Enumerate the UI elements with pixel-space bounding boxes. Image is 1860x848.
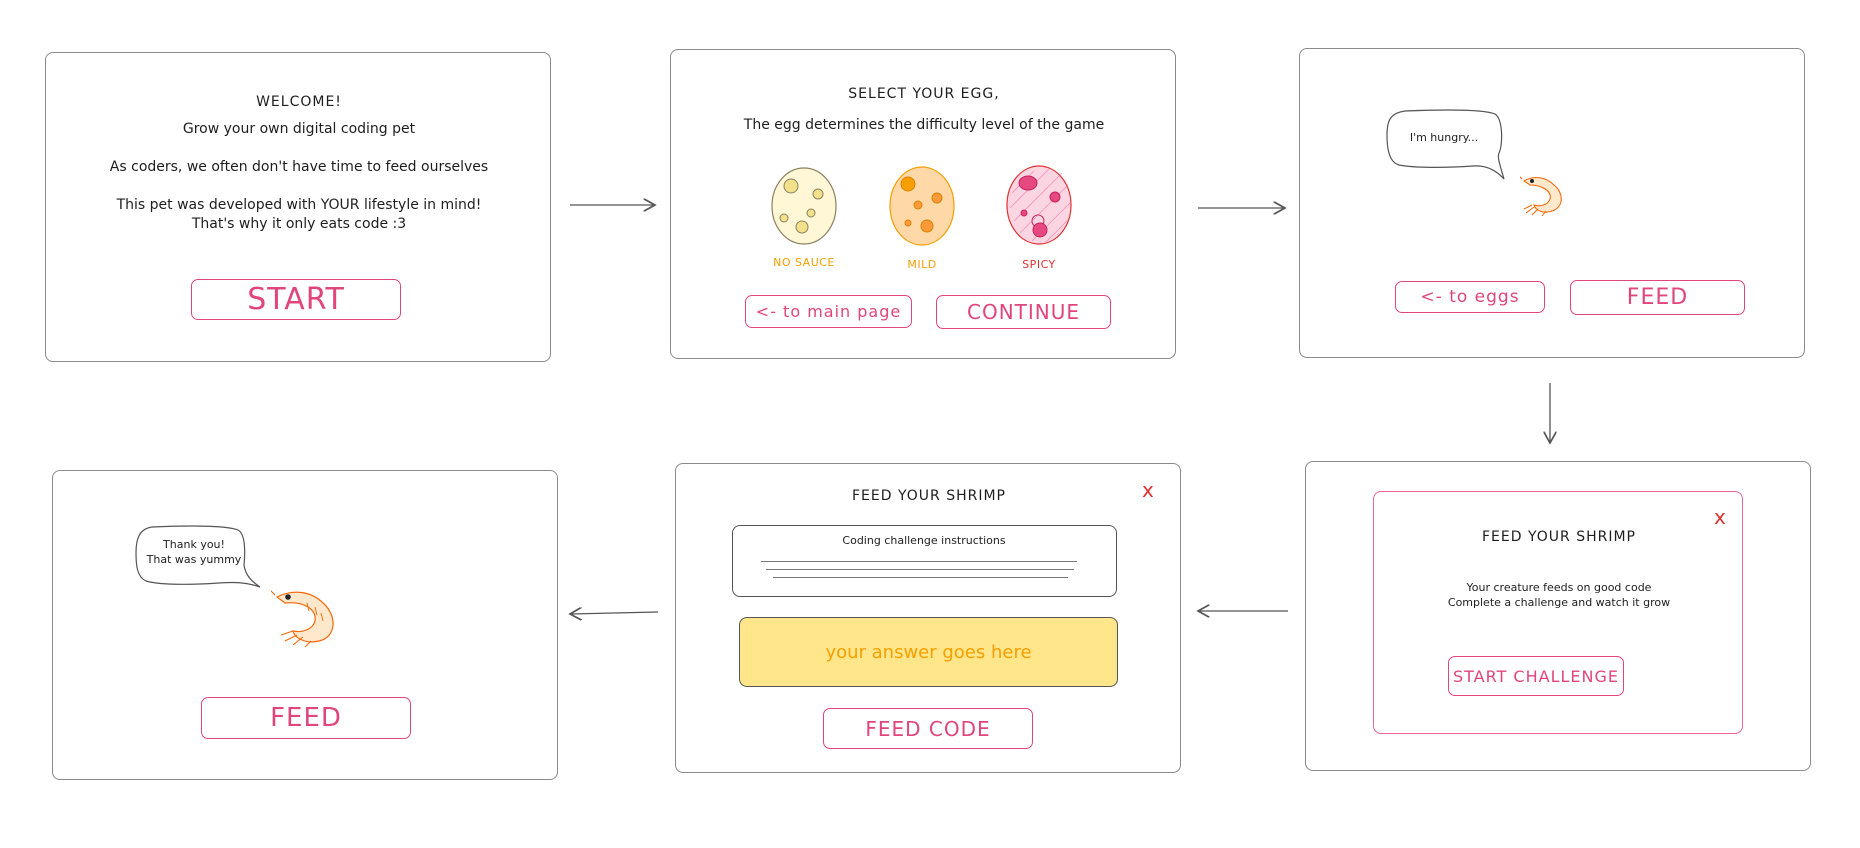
instructions-panel: Coding challenge instructions	[732, 525, 1117, 597]
feed-button[interactable]: FEED	[1570, 280, 1745, 315]
feed-code-button[interactable]: FEED CODE	[823, 708, 1033, 749]
back-to-main-button[interactable]: <- to main page	[745, 295, 912, 328]
close-icon[interactable]: x	[1142, 478, 1154, 502]
hungry-screen: I'm hungry... <- to eggs FEED	[1299, 48, 1805, 358]
pink-egg-icon[interactable]	[1004, 163, 1074, 247]
start-button[interactable]: START	[191, 279, 401, 320]
shrimp-icon	[271, 590, 334, 648]
instructions-line	[766, 569, 1074, 570]
egg-label-no-sauce: NO SAUCE	[773, 256, 835, 269]
welcome-line-3: This pet was developed with YOUR lifesty…	[116, 197, 482, 213]
feed-intro-line-2: Complete a challenge and watch it grow	[1447, 596, 1671, 609]
arrow-screen5-to-screen6	[570, 612, 659, 614]
welcome-line-2: As coders, we often don't have time to f…	[109, 159, 489, 175]
speech-bubble	[135, 525, 261, 588]
welcome-line-4: That's why it only eats code :3	[191, 216, 407, 232]
feed-intro-screen: x FEED YOUR SHRIMP Your creature feeds o…	[1305, 461, 1811, 771]
start-challenge-button[interactable]: START CHALLENGE	[1448, 656, 1624, 696]
egg-label-spicy: SPICY	[1022, 258, 1056, 271]
egg-select-title: SELECT YOUR EGG,	[848, 86, 1000, 102]
orange-egg-icon[interactable]	[887, 164, 957, 248]
thanks-bubble-line-1: Thank you!	[163, 538, 225, 551]
speech-bubble	[1386, 109, 1505, 180]
feed-intro-line-1: Your creature feeds on good code	[1466, 581, 1652, 594]
instructions-line	[773, 577, 1068, 578]
close-icon[interactable]: x	[1714, 505, 1726, 529]
feed-code-title: FEED YOUR SHRIMP	[852, 488, 1006, 504]
feed-code-screen: FEED YOUR SHRIMP x Coding challenge inst…	[675, 463, 1181, 773]
hungry-bubble-text: I'm hungry...	[1409, 131, 1479, 144]
back-to-eggs-button[interactable]: <- to eggs	[1395, 281, 1545, 313]
instructions-title: Coding challenge instructions	[842, 534, 1006, 547]
pale-egg-icon[interactable]	[769, 165, 839, 247]
feed-intro-title: FEED YOUR SHRIMP	[1482, 529, 1636, 545]
egg-select-screen: SELECT YOUR EGG, The egg determines the …	[670, 49, 1176, 359]
shrimp-icon	[1520, 176, 1562, 217]
thanks-screen: Thank you! That was yummy FEED	[52, 470, 558, 780]
welcome-title: WELCOME!	[256, 94, 342, 110]
thanks-bubble-line-2: That was yummy	[146, 553, 242, 566]
egg-select-subtitle: The egg determines the difficulty level …	[743, 117, 1105, 133]
instructions-line	[761, 561, 1077, 562]
answer-input[interactable]: your answer goes here	[739, 617, 1118, 687]
feed-intro-modal: x FEED YOUR SHRIMP Your creature feeds o…	[1373, 491, 1743, 734]
egg-label-mild: MILD	[907, 258, 937, 271]
welcome-screen: WELCOME! Grow your own digital coding pe…	[45, 52, 551, 362]
continue-button[interactable]: CONTINUE	[936, 295, 1111, 329]
welcome-tagline: Grow your own digital coding pet	[182, 121, 416, 137]
feed-button[interactable]: FEED	[201, 697, 411, 739]
